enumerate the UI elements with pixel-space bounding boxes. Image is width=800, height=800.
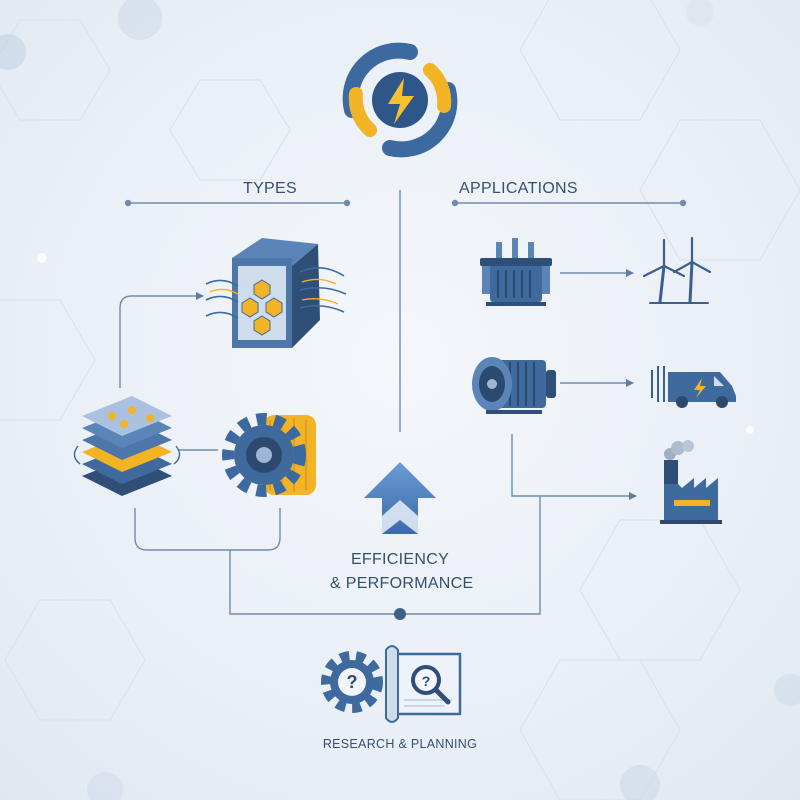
svg-text:?: ?: [347, 672, 358, 692]
research-planning-label: RESEARCH & PLANNING: [322, 737, 478, 751]
svg-text:?: ?: [422, 673, 431, 689]
types-loop-connector: [134, 508, 281, 551]
laminated-core-icon: [73, 396, 181, 496]
efficiency-label-line1: EFFICIENCY: [350, 551, 450, 568]
types-heading: TYPES: [243, 180, 297, 197]
transformer-core-icon: [205, 238, 347, 348]
electric-motor-icon: [472, 357, 556, 414]
applications-to-efficiency-connector: [400, 496, 541, 615]
connector-lines: [119, 190, 687, 620]
wound-gear-icon: [222, 413, 316, 497]
blueprint-magnifier-icon: ?: [385, 645, 462, 723]
electric-van-icon: [651, 366, 736, 408]
efficiency-label-line2: & PERFORMANCE: [330, 575, 474, 592]
laminated-to-transformer-connector: [119, 292, 204, 388]
lightning-cycle-icon: [342, 42, 458, 158]
types-to-efficiency-connector: [229, 550, 400, 615]
applications-heading: APPLICATIONS: [459, 180, 578, 197]
question-gear-icon: ?: [321, 651, 383, 713]
junction-dot: [394, 608, 406, 620]
motor-to-factory-connector: [511, 434, 637, 500]
wind-turbine-icon: [642, 236, 712, 304]
efficiency-performance-label: EFFICIENCY & PERFORMANCE: [330, 548, 474, 596]
up-arrow-icon: [364, 462, 436, 534]
factory-icon: [660, 440, 722, 524]
power-transformer-icon: [480, 238, 552, 306]
